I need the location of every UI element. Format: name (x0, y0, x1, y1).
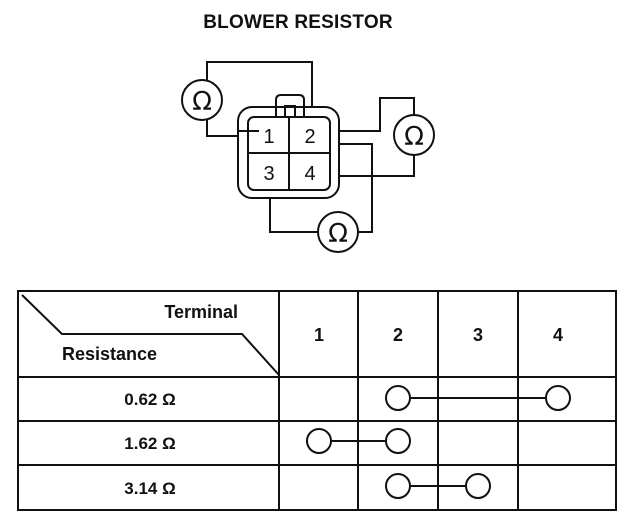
meter-lead (206, 61, 313, 107)
ohm-symbol-left: Ω (192, 87, 212, 117)
terminal-1-label: 1 (263, 126, 274, 148)
terminal-marker-2 (385, 385, 411, 411)
terminal-marker-1 (306, 428, 332, 454)
meter-lead (269, 198, 318, 233)
connection-markers (306, 385, 571, 499)
row-label-1: 0.62 Ω (124, 390, 175, 409)
column-header-1: 1 (314, 325, 324, 345)
header-terminal: Terminal (164, 302, 238, 322)
terminal-marker-4 (545, 385, 571, 411)
terminal-marker-3 (465, 473, 491, 499)
row-label-3: 3.14 Ω (124, 479, 175, 498)
meter-lead (206, 120, 259, 137)
ohmmeter-left (181, 79, 223, 121)
terminal-2-label: 2 (304, 126, 315, 148)
row-label-2: 1.62 Ω (124, 434, 175, 453)
column-header-3: 3 (473, 325, 483, 345)
column-header-2: 2 (393, 325, 403, 345)
ohm-symbol-bottom: Ω (328, 219, 348, 249)
terminal-marker-2 (385, 473, 411, 499)
connector-lock-tab (275, 94, 305, 117)
terminal-3-label: 3 (263, 163, 274, 185)
meter-lead (339, 155, 415, 177)
meter-lead (339, 97, 415, 132)
ohm-symbol-right: Ω (404, 122, 424, 152)
meter-lead (339, 143, 373, 233)
table-frame (17, 290, 617, 511)
diagram-title: BLOWER RESISTOR (203, 12, 393, 33)
header-divider (21, 294, 280, 376)
column-header-4: 4 (553, 325, 563, 345)
ohmmeter-right (393, 114, 435, 156)
ohmmeter-bottom (317, 211, 359, 253)
header-resistance: Resistance (62, 344, 157, 364)
terminal-marker-2 (385, 428, 411, 454)
connector-diagram: Ω Ω Ω 1 2 3 4 (181, 61, 435, 253)
terminal-4-label: 4 (304, 163, 315, 185)
